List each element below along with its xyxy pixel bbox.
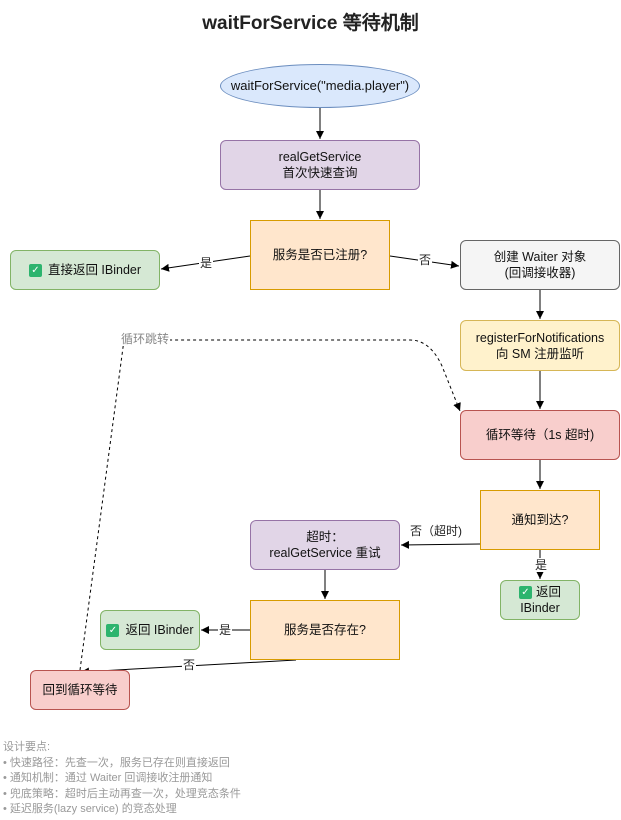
edge-label-yes-1: 是 <box>199 256 214 270</box>
notes-item: • 快速路径：先查一次，服务已存在则直接返回 <box>3 756 230 769</box>
notes-item: • 延迟服务(lazy service) 的竞态处理 <box>3 803 177 815</box>
timeout-retry-node: 超时： realGetService 重试 <box>250 520 400 570</box>
start-label: waitForService("media.player") <box>230 78 410 93</box>
back-to-loop-node: 回到循环等待 <box>30 670 130 710</box>
realget-label-1: realGetService <box>278 150 362 164</box>
realget-node: realGetService 首次快速查询 <box>220 140 420 190</box>
return-label-2: IBinder <box>520 601 560 615</box>
registered-decision: 服务是否已注册? <box>250 220 390 290</box>
edge-label-yes-3: 是 <box>218 623 233 637</box>
timeout-label-1: 超时： <box>306 530 344 544</box>
notes-item: • 兜底策略：超时后主动再查一次，处理竞态条件 <box>3 787 241 800</box>
loop-wait-node: 循环等待（1s 超时) <box>460 410 620 460</box>
return-binder-label: 返回 IBinder <box>125 623 194 637</box>
check-icon: ✓ <box>106 623 120 637</box>
register-label-2: 向 SM 注册监听 <box>495 346 585 361</box>
design-notes: 设计要点: • 快速路径：先查一次，服务已存在则直接返回 • 通知机制：通过 W… <box>3 740 241 818</box>
return-node: ✓ 返回 IBinder <box>500 580 580 620</box>
realget-label-2: 首次快速查询 <box>282 166 358 180</box>
registered-label: 服务是否已注册? <box>272 248 368 262</box>
exists-label: 服务是否存在? <box>284 623 366 637</box>
edge-notified-to-timeout <box>400 540 481 549</box>
exists-decision: 服务是否存在? <box>250 600 400 660</box>
direct-return-label: 直接返回 IBinder <box>47 263 142 277</box>
notified-label: 通知到达? <box>511 513 569 527</box>
edge-loop-jump-dashed <box>79 339 461 671</box>
check-icon: ✓ <box>28 263 42 277</box>
notified-decision: 通知到达? <box>480 490 600 550</box>
edge-label-no-1: 否 <box>418 253 433 267</box>
start-node: waitForService("media.player") <box>220 64 420 108</box>
back-to-loop-label: 回到循环等待 <box>42 683 118 697</box>
edge-label-no-timeout: 否（超时) <box>409 524 463 538</box>
loop-wait-label: 循环等待（1s 超时) <box>485 428 595 442</box>
timeout-label-2: realGetService 重试 <box>269 546 381 560</box>
edge-label-yes-2: 是 <box>534 558 549 572</box>
return-label-1: 返回 <box>535 585 561 599</box>
create-waiter-label-1: 创建 Waiter 对象 <box>493 250 587 264</box>
return-binder-node: ✓ 返回 IBinder <box>100 610 200 650</box>
direct-return-node: ✓ 直接返回 IBinder <box>10 250 160 290</box>
check-icon: ✓ <box>518 585 532 599</box>
register-node: registerForNotifications 向 SM 注册监听 <box>460 320 620 371</box>
notes-heading: 设计要点: <box>3 741 51 753</box>
edge-label-loop-jump: 循环跳转 <box>120 332 171 346</box>
create-waiter-label-2: (回调接收器) <box>504 266 576 280</box>
edge-label-no-3: 否 <box>182 658 197 672</box>
register-label-1: registerForNotifications <box>475 330 605 345</box>
notes-item: • 通知机制：通过 Waiter 回调接收注册通知 <box>3 772 213 784</box>
diagram-title: waitForService 等待机制 <box>202 13 419 34</box>
create-waiter-node: 创建 Waiter 对象 (回调接收器) <box>460 240 620 290</box>
